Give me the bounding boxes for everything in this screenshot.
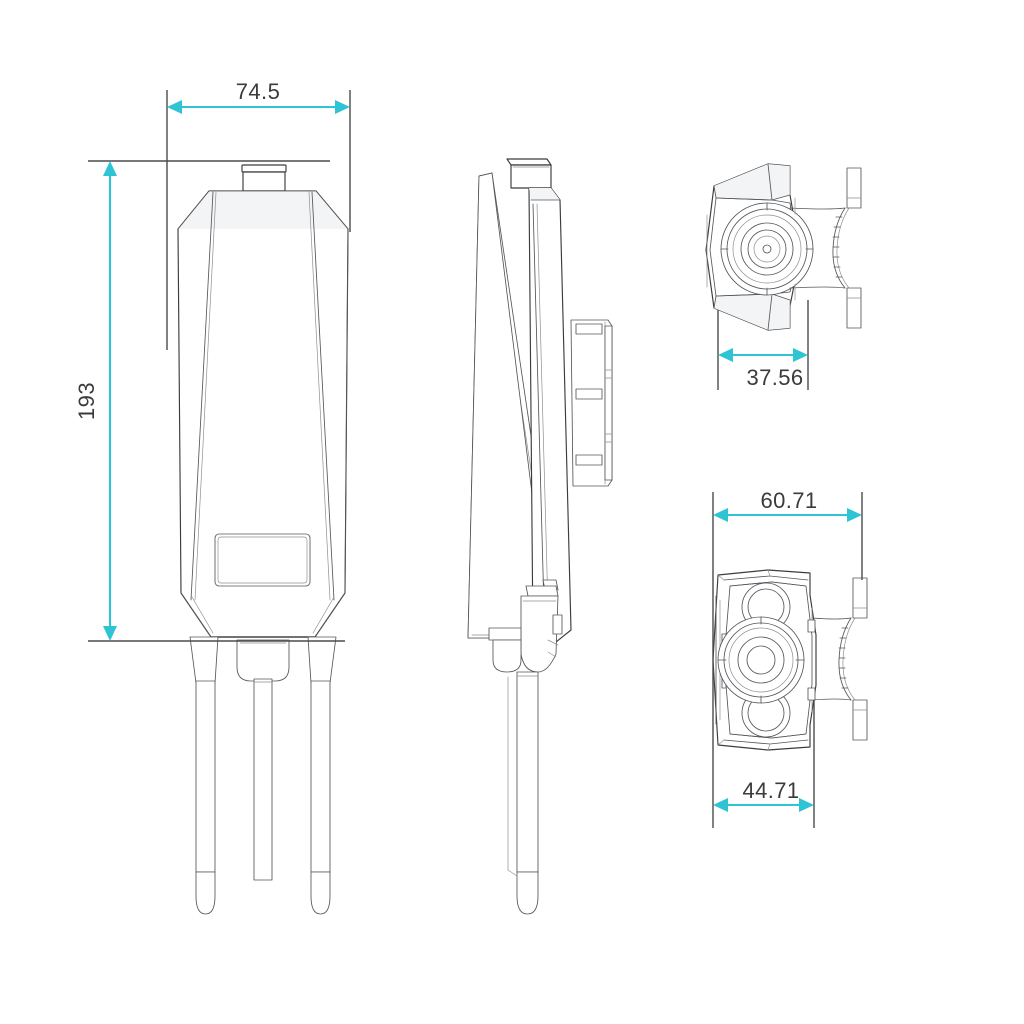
dim-top-width-value: 37.56 [746, 365, 803, 390]
front-antenna-bases [189, 636, 337, 684]
dim-arrow-right [847, 508, 862, 522]
front-top-cap [241, 164, 287, 192]
dim-arrow-right [793, 348, 808, 362]
antenna-center [253, 678, 273, 881]
dim-arrow-right [335, 100, 350, 114]
bottom-bracket-teeth [838, 627, 849, 689]
top-view [705, 163, 862, 331]
dim-width-front: 74.5 [166, 79, 351, 350]
dim-bottom-inner-value: 44.71 [742, 778, 799, 803]
dim-arrow-left [718, 348, 733, 362]
dim-arrow-left [167, 100, 182, 114]
dim-height-front-value: 193 [74, 382, 99, 420]
dim-height-front: 193 [74, 160, 345, 642]
dim-arrow-left [713, 798, 728, 812]
bottom-connector-boss [717, 616, 805, 704]
front-label-panel [214, 533, 311, 587]
dim-arrow-right [799, 798, 814, 812]
antenna-right [310, 680, 331, 915]
side-top-cap [506, 158, 552, 189]
front-antennas [195, 678, 331, 915]
dim-arrow-bottom [103, 626, 117, 641]
dim-bottom-outer: 60.71 [712, 488, 863, 740]
side-antenna [507, 671, 539, 915]
dim-arrow-left [713, 508, 728, 522]
dim-arrow-top [103, 161, 117, 176]
front-body [177, 190, 349, 638]
side-hinge-assembly [488, 579, 563, 673]
dim-width-front-value: 74.5 [236, 79, 280, 104]
top-connector-boss [720, 202, 814, 296]
antenna-left [195, 680, 216, 915]
side-mount-bracket [570, 319, 613, 487]
top-bracket-teeth [832, 216, 843, 278]
dim-top-width: 37.56 [717, 300, 809, 390]
front-view [177, 164, 349, 915]
dim-bottom-outer-value: 60.71 [760, 488, 817, 513]
dim-bottom-inner: 44.71 [712, 700, 815, 828]
side-view [467, 158, 613, 915]
side-body [528, 187, 572, 647]
top-strap-bracket [789, 167, 862, 329]
bottom-view [712, 569, 868, 751]
